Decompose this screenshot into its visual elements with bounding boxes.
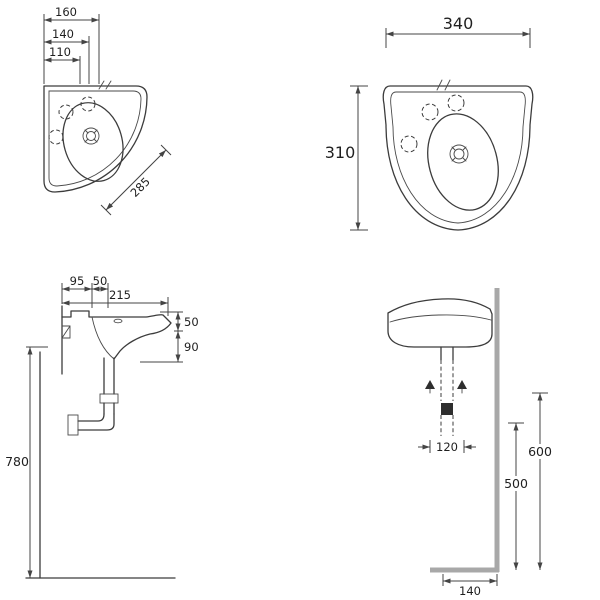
drain-outer: [82, 127, 100, 145]
basin-profile: [61, 310, 172, 360]
dim-label-160: 160: [55, 5, 77, 19]
dim-label-215: 215: [109, 288, 131, 302]
tap-hole-dashed: [400, 135, 418, 153]
tap-hole-dashed: [48, 129, 64, 145]
basin-front-rim-line: [389, 314, 492, 323]
dim-label-140: 140: [459, 584, 481, 598]
dim-label-50-top: 50: [93, 274, 108, 288]
drain-outer: [449, 144, 469, 164]
supply-triangle: [457, 380, 467, 389]
overflow-mark: [113, 318, 123, 324]
bowl-section-line: [91, 316, 115, 360]
hidden-drain-lines: [440, 360, 454, 436]
dim-label-120: 120: [436, 440, 458, 454]
dim-label-140: 140: [52, 27, 74, 41]
basin-side-view: 95 50 215 50 90 780: [5, 274, 199, 579]
edge-tick-marks: [436, 79, 451, 91]
edge-tick-marks: [98, 80, 112, 90]
dim-label-310: 310: [325, 143, 356, 162]
dim-label-90: 90: [184, 340, 199, 354]
dim-label-500: 500: [504, 476, 528, 491]
trap-assembly: [67, 357, 119, 436]
dim-label-95: 95: [70, 274, 85, 288]
tap-hole-dashed: [421, 103, 439, 121]
supply-triangle: [425, 380, 435, 389]
dimension-lines-side: [26, 283, 183, 578]
basin-outline: [382, 85, 534, 231]
tap-hole-dashed: [58, 104, 74, 120]
basin-front-view: 120 600 500 140: [387, 288, 554, 598]
dim-label-50-rim: 50: [184, 315, 199, 329]
basin-front-outline: [387, 298, 493, 348]
bowl: [62, 102, 124, 182]
drain-and-supplies: [425, 346, 467, 436]
drain-hatch: [451, 146, 467, 162]
drain-inner: [453, 148, 465, 160]
drain-hatch: [84, 129, 98, 143]
dim-label-285: 285: [127, 174, 152, 199]
dim-label-110: 110: [49, 45, 71, 59]
dim-label-340: 340: [443, 14, 474, 33]
dimension-lines-front: [418, 392, 548, 586]
basin-outline: [43, 85, 148, 193]
basin-rim: [390, 91, 526, 224]
corner-basin-plan-view: 160 140 110 285: [43, 5, 172, 216]
drain-inner: [86, 131, 96, 141]
valve-square: [441, 403, 453, 415]
wall-bracket: [61, 325, 71, 339]
basin-plan-view: 340 310: [325, 14, 534, 231]
dim-label-780: 780: [5, 454, 29, 469]
tap-hole-dashed: [447, 94, 465, 112]
dimension-lines-corner-plan: [43, 14, 172, 216]
bowl: [427, 113, 499, 211]
dimension-lines-plan: [350, 28, 531, 231]
dim-label-600: 600: [528, 444, 552, 459]
tap-hole-dashed: [80, 96, 96, 112]
